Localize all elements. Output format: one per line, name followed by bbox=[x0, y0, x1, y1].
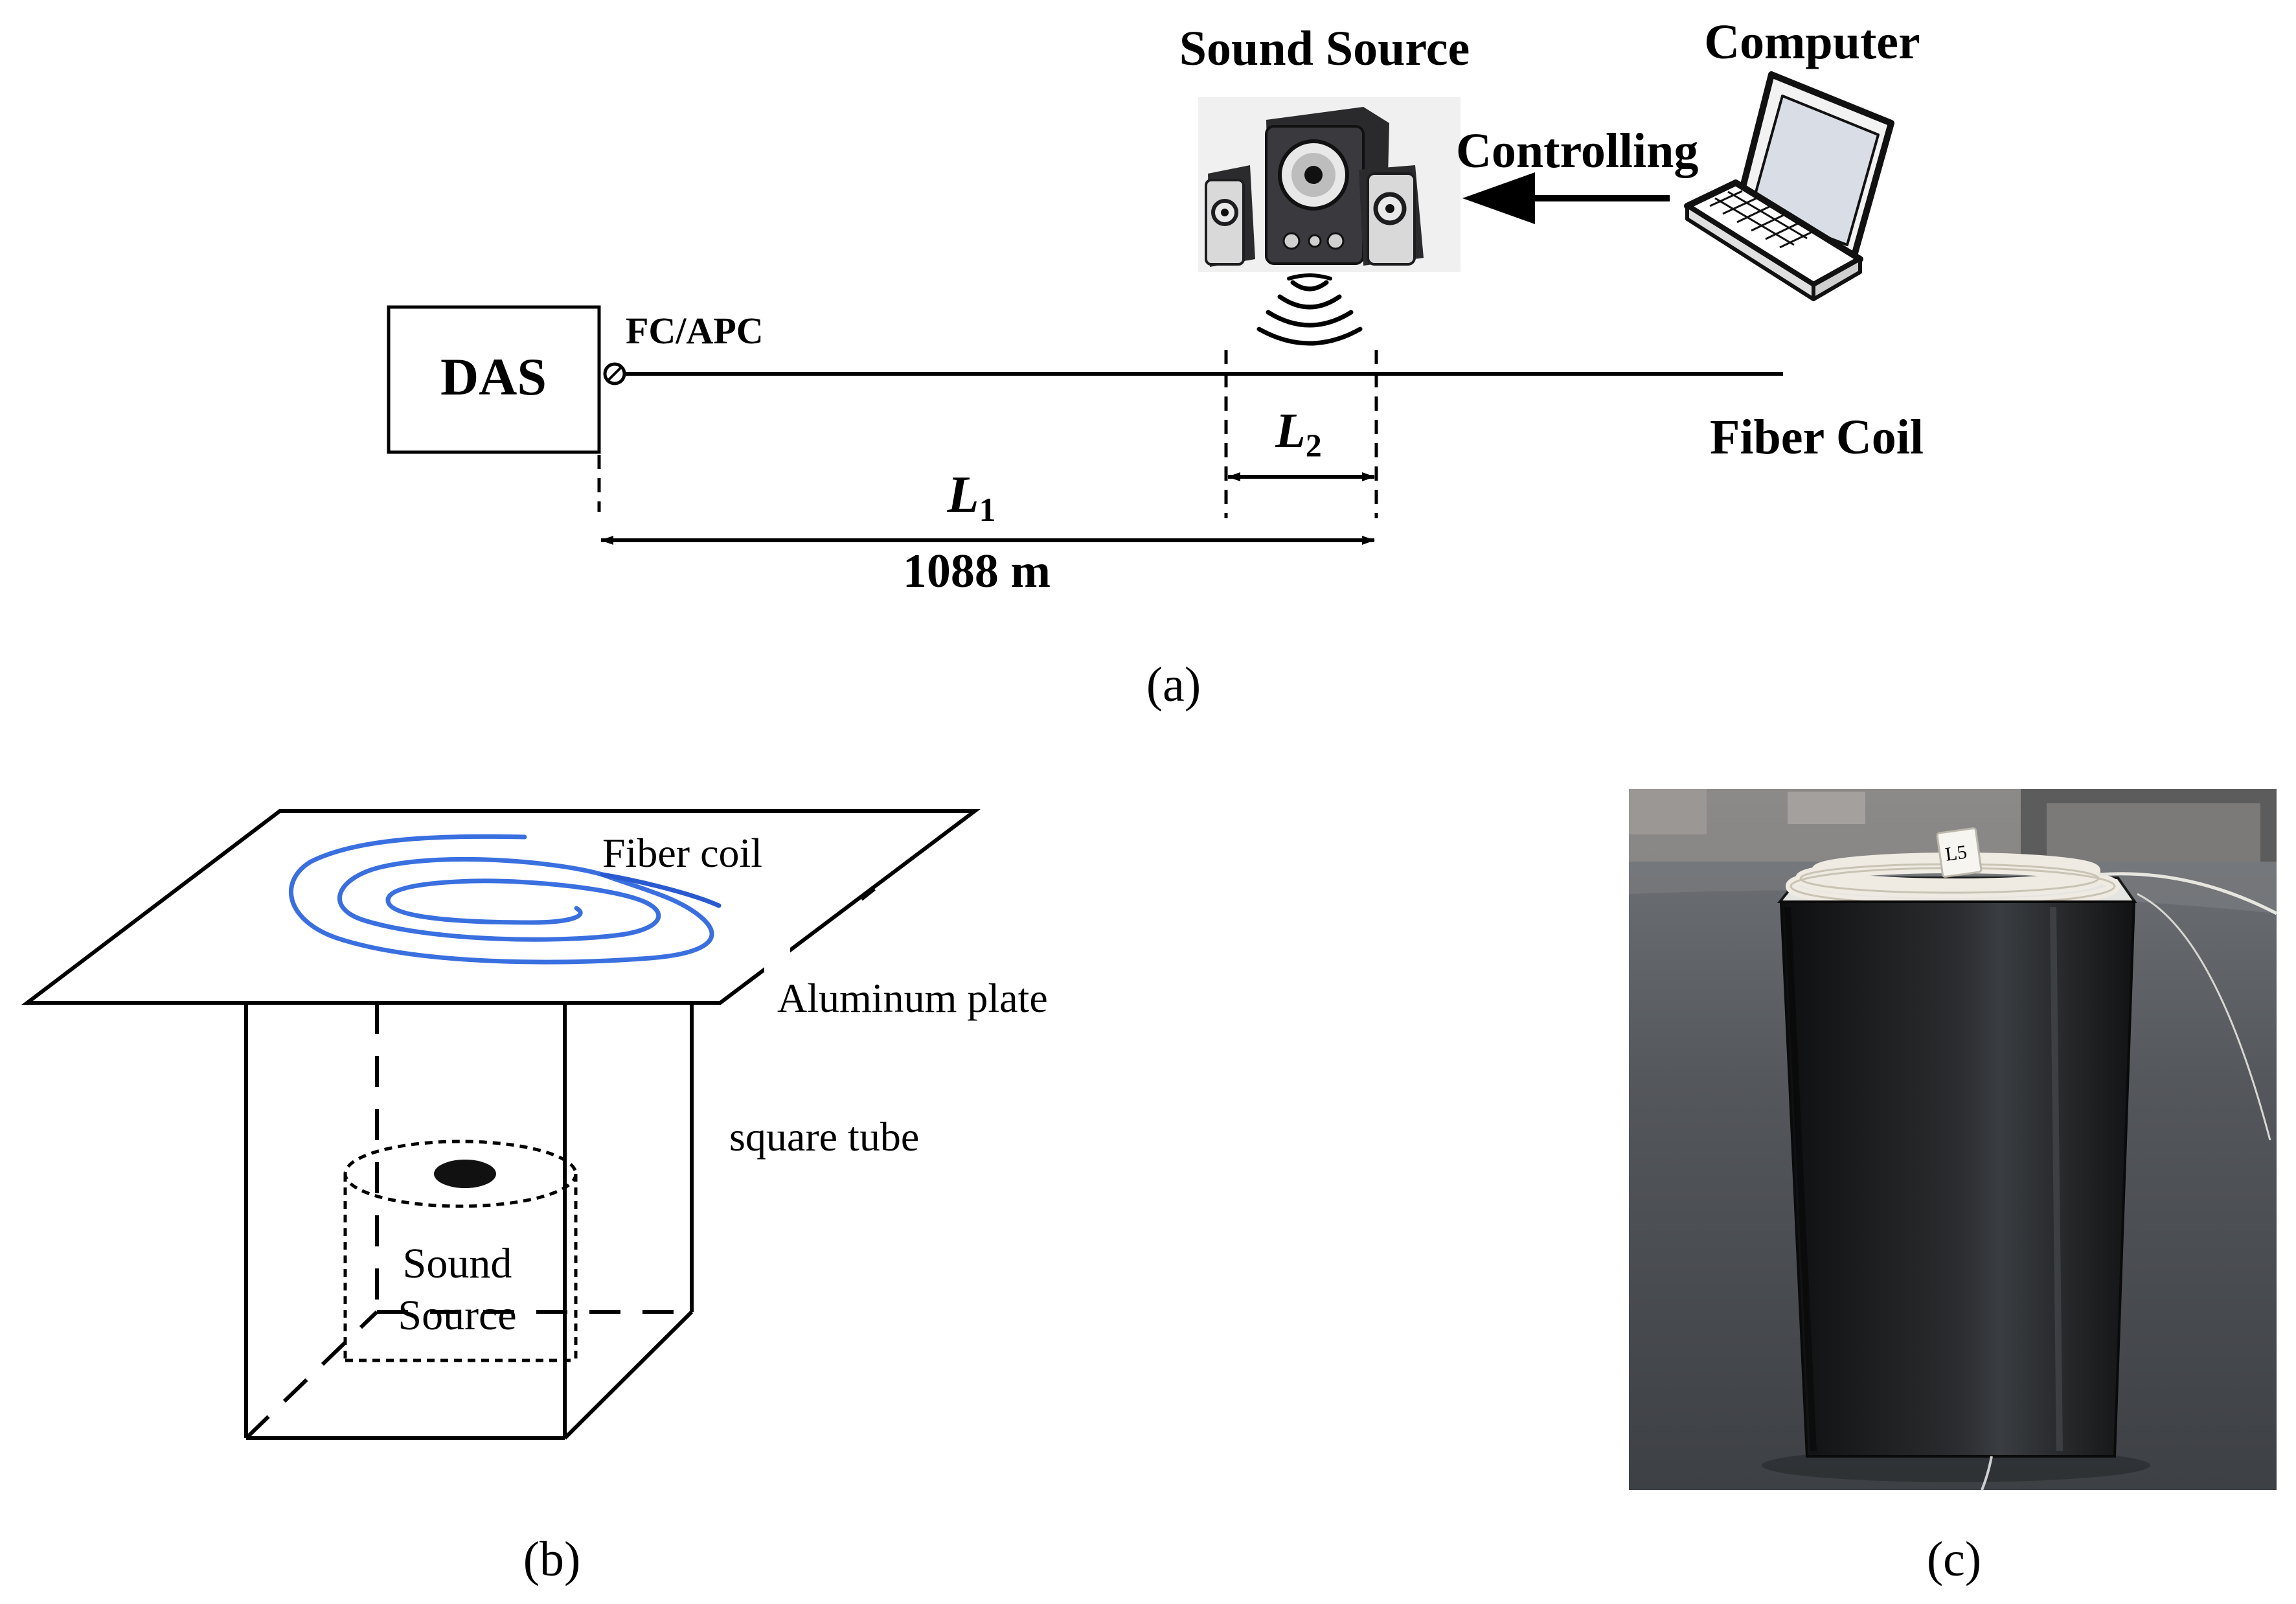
l2-label: L2 bbox=[1275, 404, 1321, 463]
caption-b: (b) bbox=[523, 1532, 581, 1587]
sound-wave-icon bbox=[1256, 273, 1363, 346]
controlling-label: Controlling bbox=[1456, 124, 1698, 178]
square-tube-label: square tube bbox=[729, 1114, 919, 1160]
sound-source-speaker-hole bbox=[434, 1160, 496, 1188]
l1-label: L1 bbox=[947, 466, 996, 529]
panel-c: L5 (c) bbox=[1629, 789, 2278, 1587]
sound-source-label: Sound Source bbox=[1179, 21, 1470, 76]
source-label-line1: Sound bbox=[403, 1240, 512, 1287]
das-box bbox=[387, 305, 601, 454]
source-label-line2: Source bbox=[398, 1292, 516, 1339]
speaker-set-icon bbox=[1198, 97, 1461, 272]
fc-apc-slash bbox=[607, 366, 622, 382]
photo-square-tube: L5 bbox=[1629, 789, 2278, 1491]
square-tube bbox=[244, 1003, 694, 1440]
controlling-arrowhead bbox=[1462, 172, 1535, 224]
caption-a: (a) bbox=[1146, 658, 1201, 712]
sound-source-cylinder bbox=[343, 1140, 578, 1362]
panel-b: Sound Source Fiber coil Aluminum plate s… bbox=[21, 809, 1048, 1587]
connector-label: FC/APC bbox=[626, 310, 764, 352]
aluminum-plate-label: Aluminum plate bbox=[777, 975, 1048, 1021]
l1-value: 1088 m bbox=[903, 545, 1051, 598]
photo-tag-label: L5 bbox=[1944, 842, 1968, 865]
das-label: DAS bbox=[440, 347, 547, 406]
panel-a: DAS FC/APC Fiber Coil L2 L1 1088 m bbox=[387, 15, 1924, 712]
fiber-coil-drawing bbox=[288, 834, 722, 965]
aluminum-plate bbox=[21, 809, 981, 1005]
computer-label: Computer bbox=[1704, 15, 1920, 69]
fiber-coil-label-b: Fiber coil bbox=[602, 830, 762, 876]
laptop-icon bbox=[1684, 71, 1894, 301]
fiber-coil-label: Fiber Coil bbox=[1710, 410, 1924, 464]
caption-c: (c) bbox=[1927, 1532, 1981, 1587]
